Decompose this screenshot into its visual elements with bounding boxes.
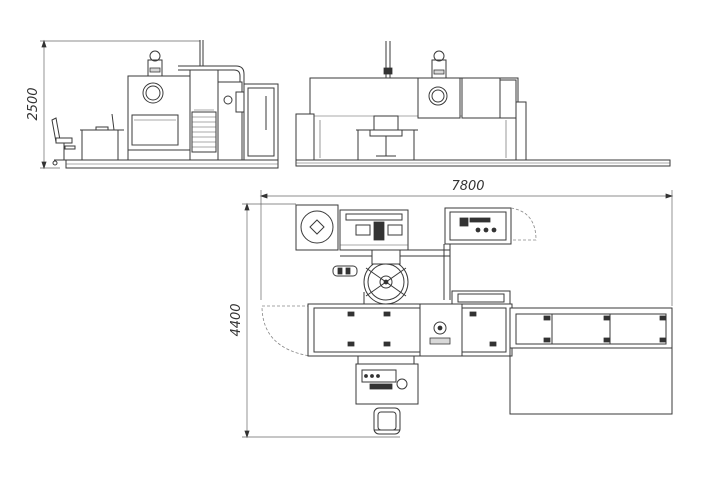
operator-chair-side xyxy=(51,117,77,166)
front-view xyxy=(295,41,671,167)
sensor-block xyxy=(332,265,358,277)
film-reel-box xyxy=(295,204,339,251)
desk-front xyxy=(356,129,418,160)
height-dimension-label: 2500 xyxy=(26,87,41,120)
side-view: 2500 xyxy=(26,39,279,170)
length-dimension-label: 7800 xyxy=(451,179,484,194)
main-conveyor xyxy=(307,290,513,357)
forming-wheel xyxy=(363,249,409,305)
desk-side xyxy=(80,113,124,162)
control-desk-plan xyxy=(355,363,419,405)
length-dimension: 7800 xyxy=(259,179,674,306)
machine-body-side xyxy=(127,40,279,161)
operating-area xyxy=(509,347,673,415)
plan-view xyxy=(261,204,673,435)
roller-stack xyxy=(191,111,217,153)
film-unit xyxy=(339,209,409,251)
width-dimension-label: 4400 xyxy=(229,303,244,336)
width-dimension: 4400 xyxy=(229,202,400,439)
control-cabinet-plan xyxy=(444,207,537,245)
door-swing-left xyxy=(261,305,311,357)
outfeed-conveyor xyxy=(509,307,673,349)
operator-chair-plan xyxy=(373,407,401,435)
